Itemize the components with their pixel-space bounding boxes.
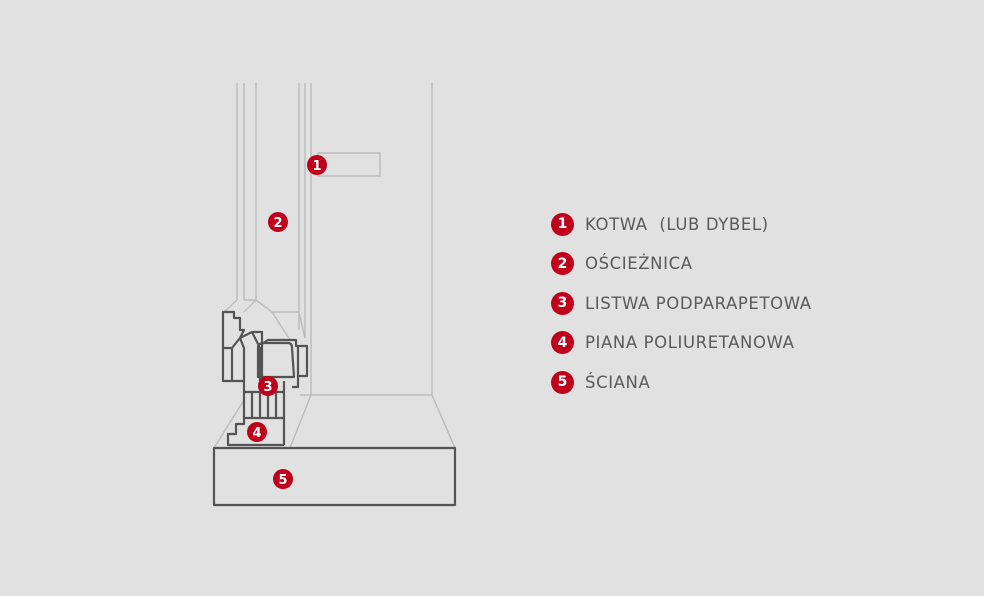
svg-text:1: 1 xyxy=(312,159,321,174)
legend-label: ŚCIANA xyxy=(585,372,651,392)
legend-label: LISTWA PODPARAPETOWA xyxy=(585,293,812,313)
legend-item: 4 PIANA POLIURETANOWA xyxy=(551,331,812,355)
wall-block xyxy=(212,446,457,507)
marker-1: 1 xyxy=(307,155,327,175)
marker-3: 3 xyxy=(258,376,278,396)
marker-5: 5 xyxy=(273,469,293,489)
marker-2: 2 xyxy=(268,212,288,232)
wall-outline xyxy=(213,83,456,449)
legend-item: 2 OŚCIEŻNICA xyxy=(551,252,812,276)
svg-text:2: 2 xyxy=(273,216,282,231)
anchor-shape xyxy=(317,152,381,177)
number-badge: 4 xyxy=(551,331,574,354)
marker-4: 4 xyxy=(247,422,267,442)
legend-label: OŚCIEŻNICA xyxy=(585,254,693,273)
legend-item: 3 LISTWA PODPARAPETOWA xyxy=(551,291,812,315)
legend-label: KOTWA (LUB DYBEL) xyxy=(585,214,769,234)
legend-item: 5 ŚCIANA xyxy=(551,370,812,394)
number-badge: 2 xyxy=(551,252,574,275)
svg-text:5: 5 xyxy=(278,473,287,488)
svg-text:4: 4 xyxy=(252,426,261,441)
legend-item: 1 KOTWA (LUB DYBEL) xyxy=(551,212,812,236)
number-badge: 3 xyxy=(551,291,574,315)
legend: 1 KOTWA (LUB DYBEL) 2 OŚCIEŻNICA 3 LISTWA P… xyxy=(551,212,812,410)
window-profile xyxy=(221,310,309,447)
legend-label: PIANA POLIURETANOWA xyxy=(585,333,795,352)
number-badge: 5 xyxy=(551,370,574,394)
svg-text:3: 3 xyxy=(263,380,272,395)
number-badge: 1 xyxy=(551,212,574,236)
